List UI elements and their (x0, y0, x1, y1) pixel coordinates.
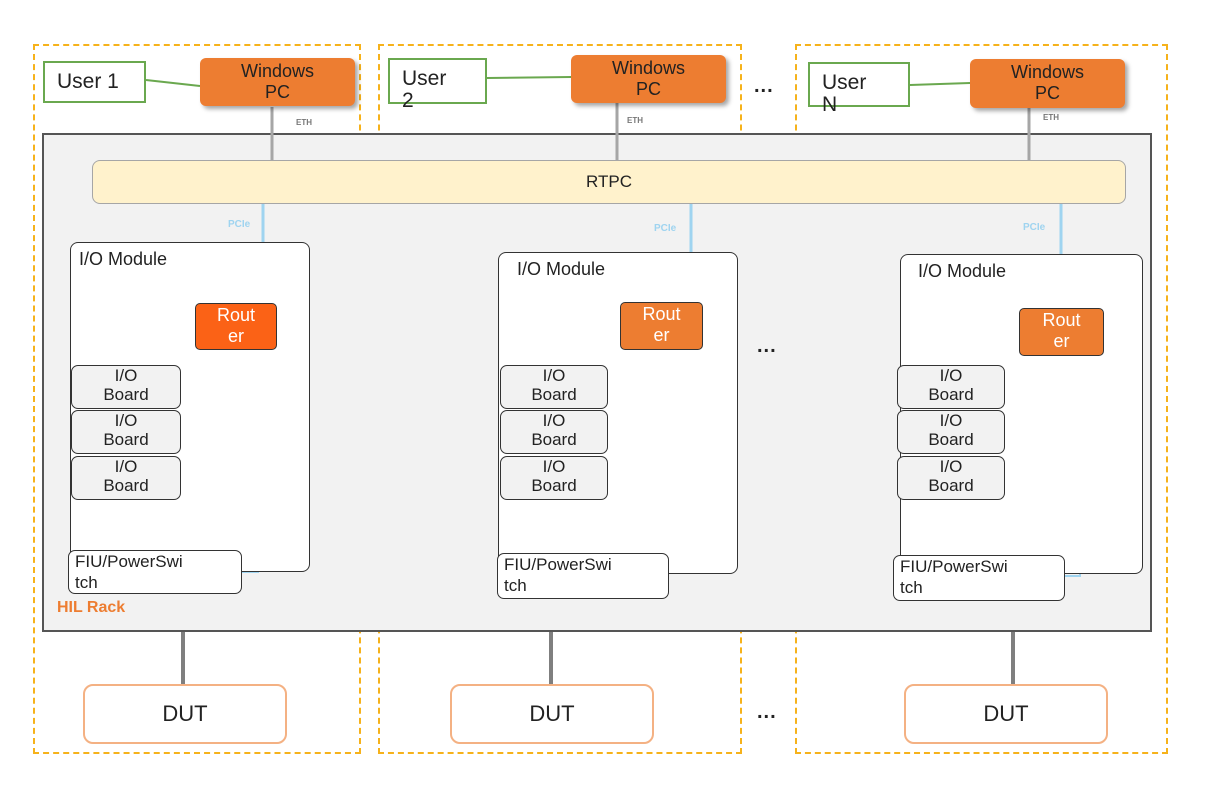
io-board-nb: I/O Board (897, 410, 1005, 454)
fiu-label-line2: tch (504, 576, 527, 595)
io-board-2c: I/O Board (500, 456, 608, 500)
user-pc-link-2 (486, 76, 572, 79)
dut-1: DUT (83, 684, 287, 744)
fiu-label-line1: FIU/PowerSwi (75, 552, 183, 571)
rtpc-bar: RTPC (92, 160, 1126, 204)
rtpc-label: RTPC (586, 172, 632, 191)
windows-pc-1: Windows PC (200, 58, 355, 106)
board-label-line2: Board (103, 430, 149, 449)
eth-label-2: ETH (627, 116, 643, 125)
pc-label-line1: Windows (240, 61, 315, 81)
windows-pc-2: Windows PC (571, 55, 726, 103)
dut-label: DUT (983, 701, 1029, 726)
board-label-line1: I/O (114, 366, 138, 385)
ellipsis-top: ... (754, 75, 774, 97)
board-label-line2: Board (103, 385, 149, 404)
board-label-line1: I/O (939, 457, 963, 476)
board-label-line2: Board (531, 385, 577, 404)
io-module-title: I/O Module (918, 261, 1007, 281)
io-board-1c: I/O Board (71, 456, 181, 500)
board-label-line1: I/O (939, 411, 963, 430)
router-1: Rout er (195, 303, 277, 350)
io-board-1b: I/O Board (71, 410, 181, 454)
router-label-line1: Rout (216, 305, 256, 325)
pc-label-line2: PC (264, 82, 290, 102)
fiu-label-line2: tch (900, 578, 923, 597)
user-box-n: User N (808, 62, 910, 116)
fiu-label-line2: tch (75, 573, 98, 592)
ellipsis-middle: ... (757, 335, 777, 357)
router-label-line1: Rout (1042, 310, 1081, 330)
board-label-line1: I/O (542, 411, 566, 430)
pcie-label-2: PCIe (654, 223, 677, 234)
pc-label-line2: PC (635, 79, 661, 99)
user-pc-link-1 (145, 79, 201, 87)
fiu-label-line1: FIU/PowerSwi (504, 555, 612, 574)
router-label-line2: er (227, 326, 244, 346)
router-label-line2: er (653, 325, 670, 345)
io-board-2b: I/O Board (500, 410, 608, 454)
router-2: Rout er (620, 302, 703, 350)
board-label-line2: Board (531, 430, 577, 449)
io-board-nc: I/O Board (897, 456, 1005, 500)
board-label-line2: Board (928, 476, 974, 495)
windows-pc-n: Windows PC (970, 59, 1125, 108)
board-label-line2: Board (531, 476, 577, 495)
board-label-line1: I/O (542, 457, 566, 476)
router-label-line1: Rout (642, 304, 681, 324)
pc-label-line1: Windows (611, 58, 686, 78)
eth-label-n: ETH (1043, 113, 1059, 122)
pc-label-line2: PC (1034, 83, 1060, 103)
board-label-line2: Board (928, 385, 974, 404)
io-module-title: I/O Module (517, 259, 606, 279)
board-label-line1: I/O (542, 366, 566, 385)
pcie-label-n: PCIe (1023, 222, 1046, 233)
io-board-na: I/O Board (897, 365, 1005, 409)
board-label-line2: Board (928, 430, 974, 449)
hil-rack-label: HIL Rack (57, 599, 126, 616)
user-label-2: User 2 (402, 67, 447, 113)
user-pc-link-n (909, 82, 971, 86)
dut-label: DUT (162, 701, 208, 726)
board-label-line2: Board (103, 476, 149, 495)
board-label-line1: I/O (114, 411, 138, 430)
fiu-power-switch-2: FIU/PowerSwi tch (497, 553, 669, 599)
router-label-line2: er (1053, 331, 1070, 351)
fiu-power-switch-1: FIU/PowerSwi tch (68, 550, 242, 594)
user-label-n: User N (822, 71, 867, 117)
pcie-label-1: PCIe (228, 219, 251, 230)
eth-label-1: ETH (296, 118, 312, 127)
user-box-1: User 1 (43, 61, 146, 103)
io-board-2a: I/O Board (500, 365, 608, 409)
io-board-1a: I/O Board (71, 365, 181, 409)
fiu-label-line1: FIU/PowerSwi (900, 557, 1008, 576)
fiu-power-switch-n: FIU/PowerSwi tch (893, 555, 1065, 601)
dut-2: DUT (450, 684, 654, 744)
dut-n: DUT (904, 684, 1108, 744)
board-label-line1: I/O (114, 457, 138, 476)
user-box-2: User 2 (388, 58, 487, 112)
router-n: Rout er (1019, 308, 1104, 356)
io-module-title: I/O Module (79, 249, 168, 269)
pc-label-line1: Windows (1010, 62, 1085, 82)
user-label-1: User 1 (57, 70, 119, 93)
dut-label: DUT (529, 701, 575, 726)
board-label-line1: I/O (939, 366, 963, 385)
ellipsis-bottom: ... (757, 701, 777, 723)
